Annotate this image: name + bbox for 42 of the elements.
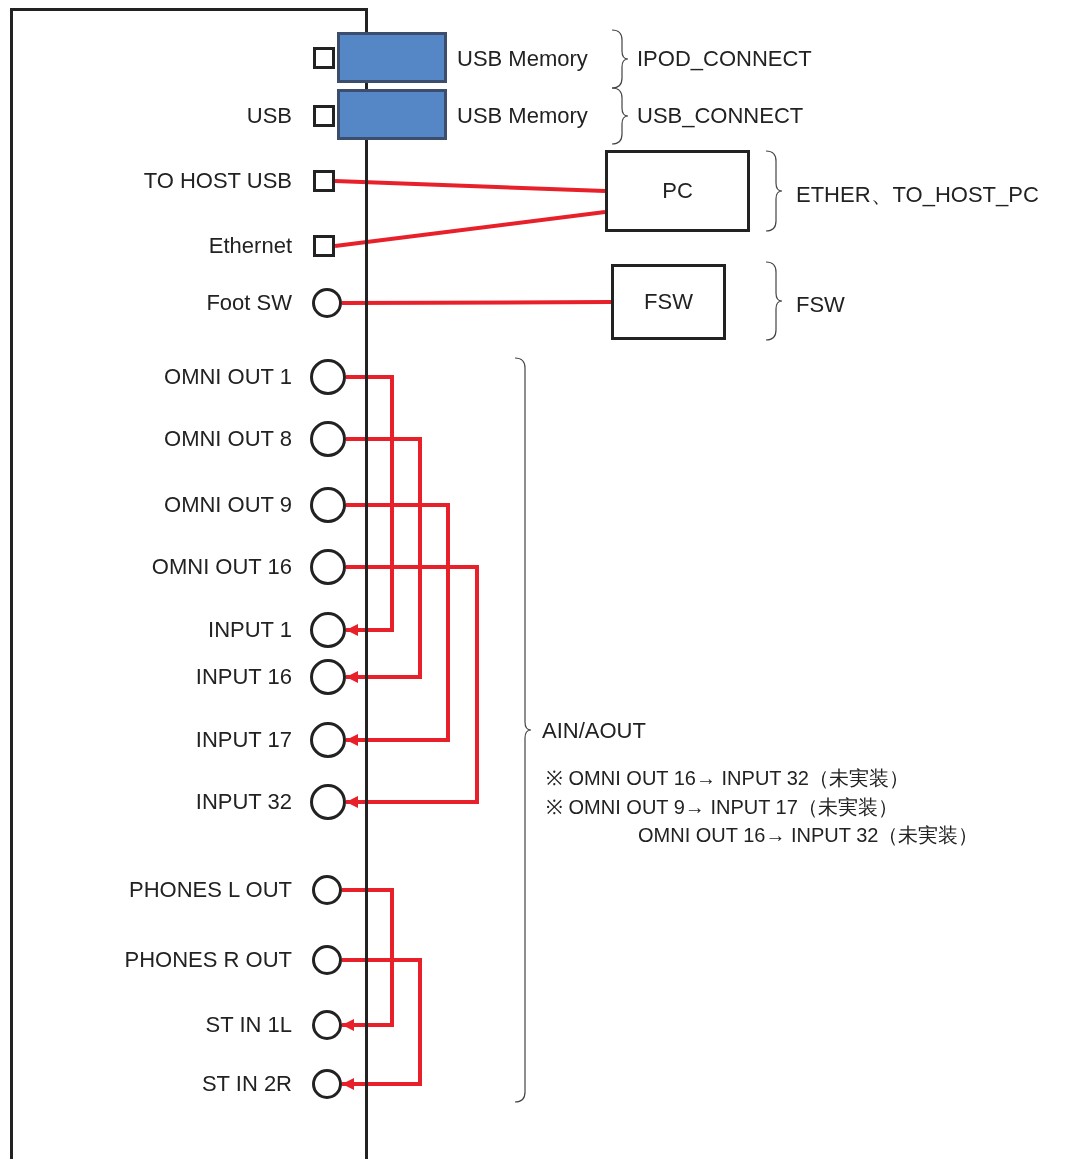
port-label: INPUT 16: [195, 664, 292, 690]
usb-stick: [337, 89, 447, 140]
device-caption: USB Memory: [457, 103, 588, 129]
group-label: ETHER、TO_HOST_PC: [796, 182, 1039, 208]
port-label: INPUT 17: [195, 727, 292, 753]
port-label: PHONES L OUT: [129, 877, 292, 903]
port-label: INPUT 32: [195, 789, 292, 815]
cable-line: [342, 300, 611, 305]
port-label: OMNI OUT 16: [151, 554, 292, 580]
cable-line: [334, 179, 606, 193]
device-caption: USB Memory: [457, 46, 588, 72]
cable-arrow: [342, 888, 394, 1031]
cable-arrow: [346, 375, 394, 636]
device-box: [611, 264, 726, 340]
usb-stick: [337, 32, 447, 83]
port-label: ST IN 1L: [205, 1012, 292, 1038]
port-label: PHONES R OUT: [124, 947, 292, 973]
device-box: [605, 150, 750, 232]
port-label: OMNI OUT 1: [164, 364, 292, 390]
note-text: ※ OMNI OUT 9→ INPUT 17（未実装）: [546, 795, 898, 820]
port-label: OMNI OUT 8: [164, 426, 292, 452]
cable-arrow: [346, 565, 479, 808]
group-label: IPOD_CONNECT: [637, 46, 812, 72]
port-label: INPUT 1: [208, 617, 292, 643]
box-label: PC: [662, 178, 693, 204]
port-label: ST IN 2R: [201, 1071, 292, 1097]
note-text: ※ OMNI OUT 16→ INPUT 32（未実装）: [546, 766, 909, 791]
port-label: USB: [246, 103, 292, 129]
port-label: OMNI OUT 9: [164, 492, 292, 518]
cable-arrow: [346, 503, 450, 746]
group-label: USB_CONNECT: [637, 103, 804, 129]
device-panel: [10, 8, 368, 1159]
cable-arrow: [342, 958, 422, 1090]
note-text: OMNI OUT 16→ INPUT 32（未実装）: [638, 823, 979, 848]
group-label: AIN/AOUT: [542, 718, 646, 744]
cable-line: [334, 210, 606, 248]
port-label: Foot SW: [206, 290, 292, 316]
group-label: FSW: [796, 292, 845, 318]
box-label: FSW: [644, 289, 693, 315]
cable-arrow: [346, 437, 422, 683]
port-label: Ethernet: [208, 233, 292, 259]
port-label: TO HOST USB: [143, 168, 292, 194]
